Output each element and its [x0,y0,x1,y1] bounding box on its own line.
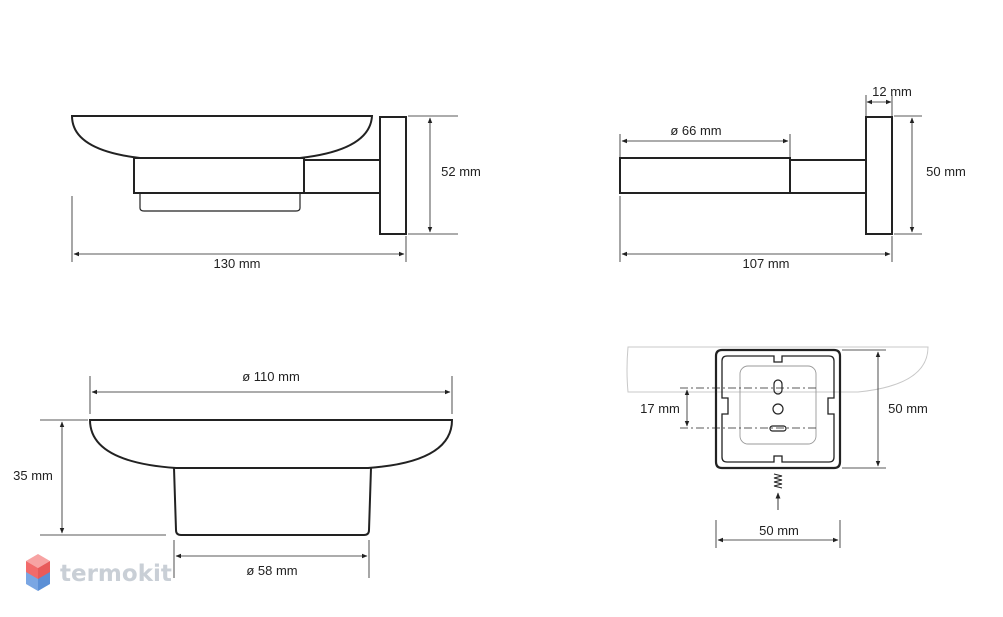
dish-profile [70,115,374,159]
logo-text: termokit [60,561,172,587]
dim-back-height: 50 mm [888,401,928,416]
dish-outline-light [626,346,929,393]
side-view [70,115,407,235]
mounting-block [739,365,817,445]
lower-slot [769,425,787,432]
plate-inner [721,355,835,463]
rod [619,157,791,194]
rod-arm [789,159,867,194]
arm [303,159,381,194]
wall-plate [379,116,407,235]
dim-plate-thickness: 12 mm [872,84,912,99]
side-view-dimensions [71,115,458,262]
dish-view [88,419,454,536]
rod-view [619,116,893,235]
dim-holder-diameter: ø 58 mm [246,563,297,578]
dish-bowl [88,419,454,469]
dim-hole-spacing: 17 mm [640,401,680,416]
dish-base [173,467,372,536]
logo-cube-icon [26,554,50,591]
set-screw [773,473,783,489]
dish-view-dimensions [40,376,453,578]
dish-bottom [139,193,301,212]
dim-width-130: 130 mm [214,256,261,271]
plate-outer [714,348,842,470]
rod-view-dimensions [619,95,922,262]
screw-hole [772,403,784,415]
dim-dish-diameter: ø 110 mm [242,369,300,384]
dim-rod-diameter: ø 66 mm [670,123,721,138]
dim-dish-height: 35 mm [13,468,53,483]
keyhole-slot [773,379,783,395]
rod-wall-plate [865,116,893,235]
dish-holder [133,157,305,194]
back-view-dimensions [684,349,886,548]
dim-back-width: 50 mm [759,523,799,538]
back-view [626,346,929,510]
dim-height-52: 52 mm [441,164,481,179]
termokit-logo: termokit [26,554,172,591]
dim-length-107: 107 mm [743,256,790,271]
dim-plate-height: 50 mm [926,164,966,179]
